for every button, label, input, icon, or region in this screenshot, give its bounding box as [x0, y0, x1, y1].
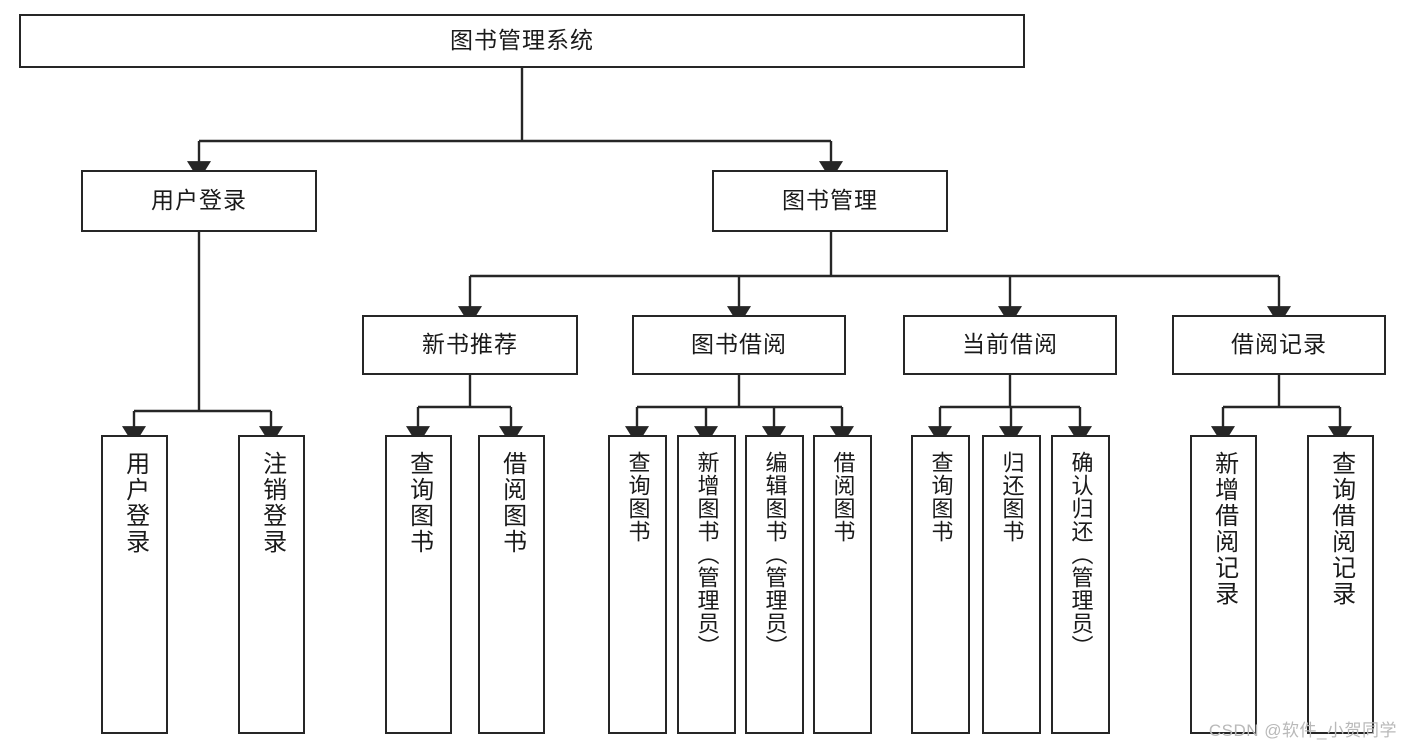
leaf-node-label: 借阅图书 [498, 451, 526, 555]
leaf-node[interactable]: 新增借阅记录 [1190, 435, 1257, 734]
node-borrow-record-label: 借阅记录 [1231, 331, 1327, 358]
node-book-management[interactable]: 图书管理 [712, 170, 948, 232]
csdn-watermark: CSDN @软件_小贺同学 [1208, 721, 1397, 740]
leaf-node[interactable]: 查询借阅记录 [1307, 435, 1374, 734]
leaf-node-label: 借阅图书 [830, 451, 856, 543]
node-root[interactable]: 图书管理系统 [19, 14, 1025, 68]
leaf-node-label: 用户登录 [121, 451, 149, 555]
node-root-label: 图书管理系统 [450, 27, 594, 54]
leaf-node-label: 查询借阅记录 [1327, 451, 1355, 607]
leaf-node-label: 查询图书 [625, 451, 651, 543]
leaf-node-label: 查询图书 [405, 451, 433, 555]
leaf-node-label: 查询图书 [928, 451, 954, 543]
leaf-node-label: 归还图书 [999, 451, 1025, 543]
leaf-node-label: 新增图书（管理员） [694, 451, 720, 658]
leaf-node-label: 新增借阅记录 [1210, 451, 1238, 607]
leaf-node[interactable]: 借阅图书 [813, 435, 872, 734]
leaf-node-label: 确认归还（管理员） [1068, 451, 1094, 658]
leaf-node[interactable]: 用户登录 [101, 435, 168, 734]
node-book-borrow[interactable]: 图书借阅 [632, 315, 846, 375]
leaf-node[interactable]: 新增图书（管理员） [677, 435, 736, 734]
node-book-borrow-label: 图书借阅 [691, 331, 787, 358]
leaf-node-label: 编辑图书（管理员） [762, 451, 788, 658]
node-user-login[interactable]: 用户登录 [81, 170, 317, 232]
node-current-borrow-label: 当前借阅 [962, 331, 1058, 358]
leaf-node[interactable]: 确认归还（管理员） [1051, 435, 1110, 734]
leaf-node[interactable]: 查询图书 [385, 435, 452, 734]
node-book-management-label: 图书管理 [782, 187, 878, 214]
leaf-node[interactable]: 查询图书 [608, 435, 667, 734]
leaf-node[interactable]: 归还图书 [982, 435, 1041, 734]
leaf-node[interactable]: 编辑图书（管理员） [745, 435, 804, 734]
node-current-borrow[interactable]: 当前借阅 [903, 315, 1117, 375]
leaf-node[interactable]: 查询图书 [911, 435, 970, 734]
node-borrow-record[interactable]: 借阅记录 [1172, 315, 1386, 375]
leaf-node[interactable]: 借阅图书 [478, 435, 545, 734]
node-new-book-recommend-label: 新书推荐 [422, 331, 518, 358]
leaf-node-label: 注销登录 [258, 451, 286, 555]
leaf-node[interactable]: 注销登录 [238, 435, 305, 734]
node-new-book-recommend[interactable]: 新书推荐 [362, 315, 578, 375]
node-user-login-label: 用户登录 [151, 187, 247, 214]
